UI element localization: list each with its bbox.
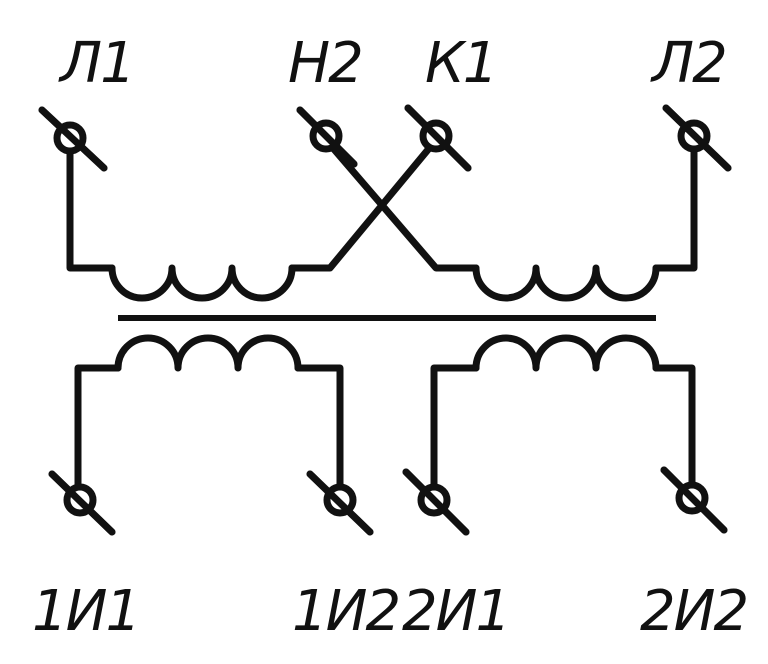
wire-L1-primary-left (66, 136, 116, 272)
terminal-1I1 (48, 470, 116, 536)
label-H2: Н2 (288, 31, 362, 96)
label-L2: Л2 (650, 31, 726, 96)
wire-1I2 (294, 364, 344, 502)
label-2I2: 2И2 (640, 579, 747, 644)
secondary-coil-1 (114, 334, 302, 372)
primary-coil-left (108, 264, 296, 302)
label-K1: К1 (425, 31, 496, 96)
primary-coil-right (472, 264, 660, 302)
wire-crossing-from-H2 (322, 136, 480, 272)
wire-1I1 (74, 364, 122, 502)
terminal-H2 (296, 106, 358, 168)
terminal-2I2 (660, 466, 728, 534)
wire-2I1 (430, 364, 480, 502)
terminal-2I1 (402, 468, 470, 536)
label-1I1: 1И1 (32, 579, 139, 644)
label-2I1: 2И1 (402, 579, 509, 644)
secondary-coil-2 (472, 334, 660, 372)
terminal-L2 (662, 104, 732, 172)
terminal-1I2 (306, 470, 374, 536)
wire-crossing-to-K1 (288, 136, 440, 272)
label-L1: Л1 (58, 31, 134, 96)
wire-L2-primary-right (652, 136, 698, 272)
terminal-L1 (38, 106, 108, 172)
wire-2I2 (652, 364, 696, 502)
label-1I2: 1И2 (292, 579, 399, 644)
terminal-K1 (404, 104, 472, 172)
